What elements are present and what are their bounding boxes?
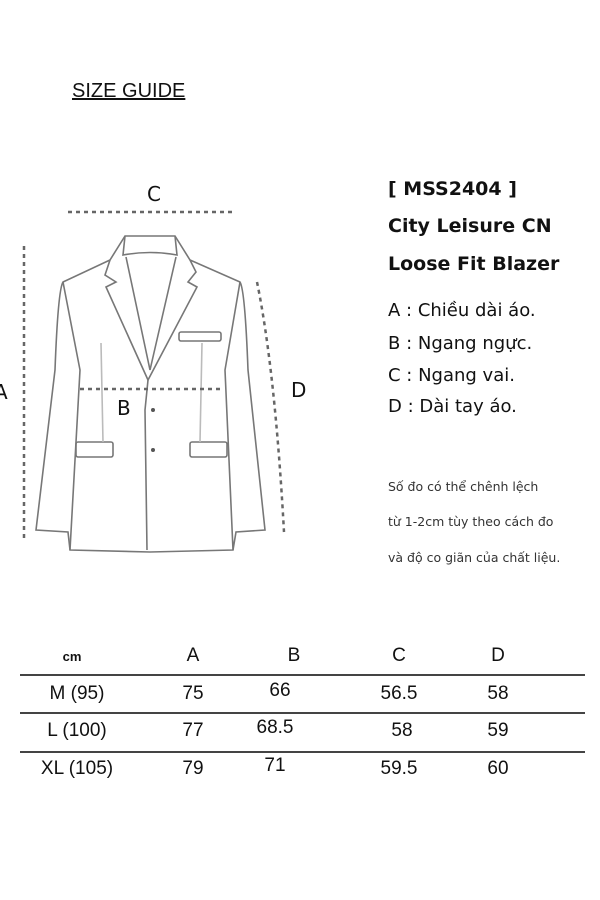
label-c: C: [147, 182, 161, 206]
legend-a: A : Chiều dài áo.: [388, 300, 536, 321]
measure-lines-icon: [22, 210, 286, 542]
cell: 71: [264, 755, 286, 776]
label-b: B: [117, 396, 131, 420]
legend-b: B : Ngang ngực.: [388, 333, 533, 354]
legend-c: C : Ngang vai.: [388, 365, 515, 386]
page-title: SIZE GUIDE: [72, 80, 186, 102]
product-name-line2: Loose Fit Blazer: [388, 253, 560, 275]
note-line1: Số đo có thể chênh lệch: [388, 479, 539, 494]
blazer-outline-icon: [35, 235, 266, 553]
row-size: M (95): [49, 683, 105, 704]
cell: 60: [487, 758, 509, 779]
label-a: A: [0, 380, 8, 404]
row-size: L (100): [47, 720, 107, 741]
note-line3: và độ co giãn của chất liệu.: [388, 550, 561, 565]
header-b: B: [287, 645, 301, 666]
cell: 58: [487, 683, 509, 704]
cell: 68.5: [256, 717, 294, 738]
cell: 66: [269, 680, 291, 701]
header-d: D: [491, 645, 505, 666]
blazer-diagram: [22, 210, 286, 553]
note-line2: từ 1-2cm tùy theo cách đo: [388, 514, 554, 529]
header-a: A: [186, 645, 200, 666]
product-code: [ MSS2404 ]: [388, 178, 517, 200]
cell: 75: [182, 683, 204, 704]
cell: 56.5: [380, 683, 418, 704]
cell: 59: [487, 720, 509, 741]
legend-d: D : Dài tay áo.: [388, 396, 517, 417]
row-size: XL (105): [40, 758, 114, 779]
header-unit: cm: [62, 649, 82, 664]
product-name-line1: City Leisure CN: [388, 215, 552, 237]
cell: 59.5: [380, 758, 418, 779]
cell: 79: [182, 758, 204, 779]
label-d: D: [291, 378, 307, 402]
header-c: C: [392, 645, 406, 666]
cell: 77: [182, 720, 204, 741]
cell: 58: [391, 720, 413, 741]
